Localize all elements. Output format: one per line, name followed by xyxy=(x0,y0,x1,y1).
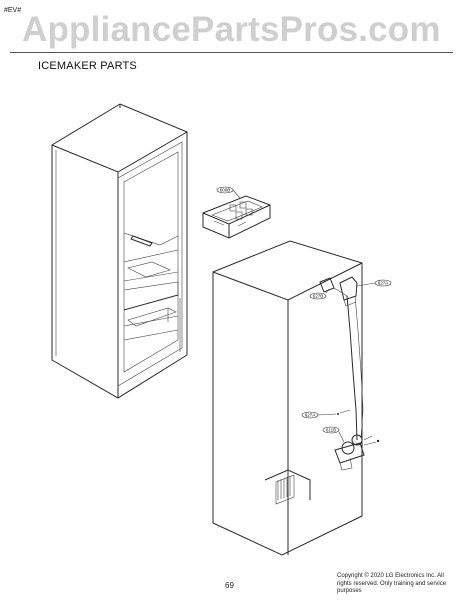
watermark-logo: AppliancePartsPros.com xyxy=(22,10,441,49)
page-number: 69 xyxy=(225,581,234,590)
callout-627b-label: 627B xyxy=(313,294,324,299)
section-title: ICEMAKER PARTS xyxy=(38,60,137,72)
callout-611b: 611B xyxy=(322,426,345,443)
callout-627b: 627B xyxy=(309,288,330,300)
copyright-notice: Copyright © 2020 LG Electronics Inc. All… xyxy=(337,573,447,594)
callout-627a-bottom: 627A xyxy=(301,411,337,419)
callout-627a-top: 627A xyxy=(356,279,392,287)
cabinet-liner xyxy=(51,103,188,399)
header-divider xyxy=(10,52,453,53)
callout-627a-top-label: 627A xyxy=(378,281,389,286)
callout-611b-label: 611B xyxy=(326,428,336,433)
callout-627a-bottom-label: 627A xyxy=(305,413,316,418)
document-code: #EV# xyxy=(4,7,22,14)
icemaker-assembly xyxy=(202,195,271,239)
cabinet-rear xyxy=(212,240,380,556)
callout-600b-label: 600B xyxy=(220,188,231,193)
callout-600b: 600B xyxy=(216,186,241,199)
